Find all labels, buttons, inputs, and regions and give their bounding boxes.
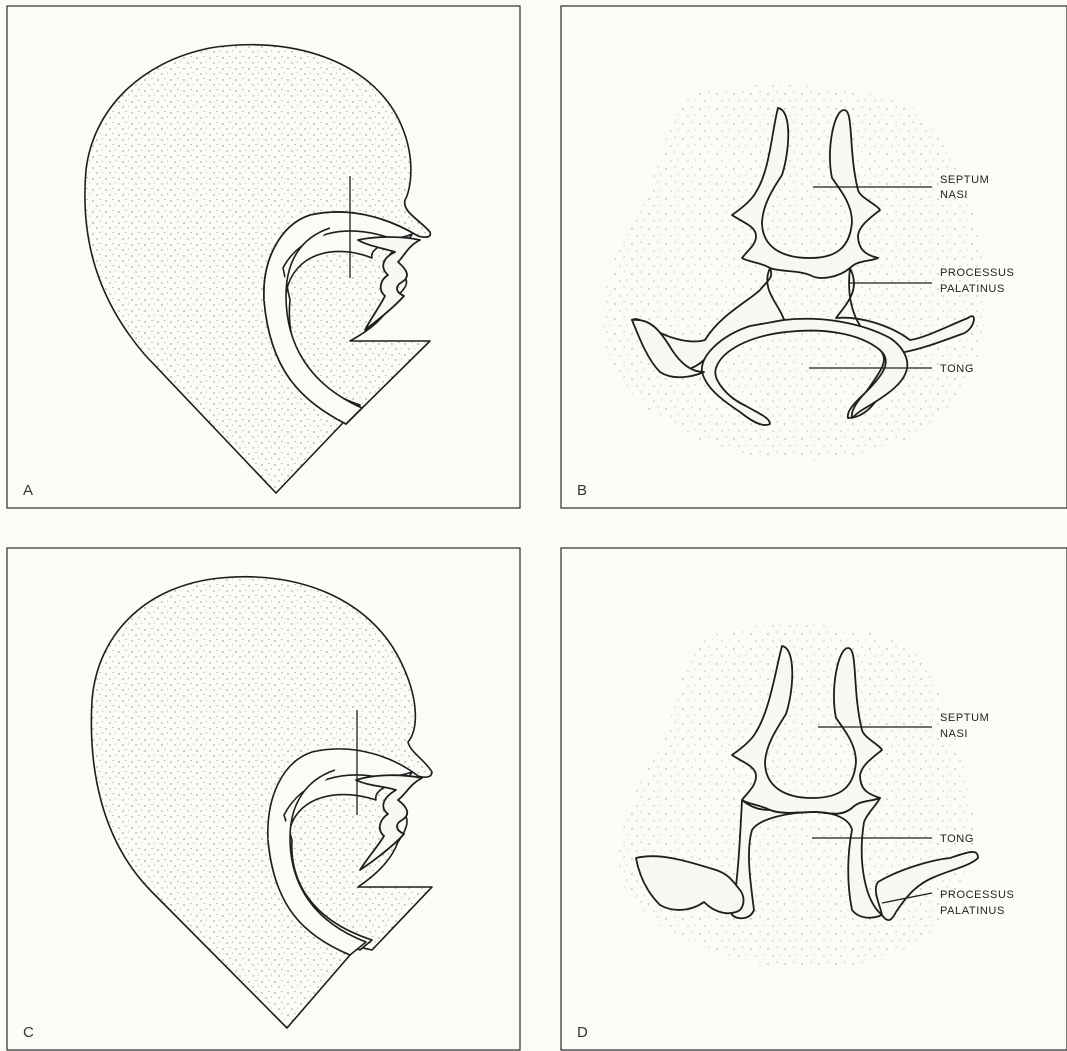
label-septum-b-1: SEPTUM xyxy=(940,174,989,186)
label-processus-b-1: PROCESSUS xyxy=(940,267,1014,279)
panel-a-letter: A xyxy=(23,482,33,499)
panel-c-letter: C xyxy=(23,1024,34,1041)
label-processus-d-2: PALATINUS xyxy=(940,905,1005,917)
panel-b-letter: B xyxy=(577,482,587,499)
panel-b: SEPTUM NASI PROCESSUS PALATINUS TONG B xyxy=(561,6,1067,508)
label-processus-d-1: PROCESSUS xyxy=(940,889,1014,901)
panel-d-letter: D xyxy=(577,1024,588,1041)
label-septum-d-1: SEPTUM xyxy=(940,712,989,724)
panel-c: C xyxy=(7,548,520,1050)
label-septum-b-2: NASI xyxy=(940,189,968,201)
label-tong-b: TONG xyxy=(940,363,974,375)
label-tong-d: TONG xyxy=(940,833,974,845)
label-processus-b-2: PALATINUS xyxy=(940,283,1005,295)
panel-d: SEPTUM NASI TONG PROCESSUS PALATINUS D xyxy=(561,548,1067,1050)
label-septum-d-2: NASI xyxy=(940,728,968,740)
panel-a: A xyxy=(7,6,520,508)
